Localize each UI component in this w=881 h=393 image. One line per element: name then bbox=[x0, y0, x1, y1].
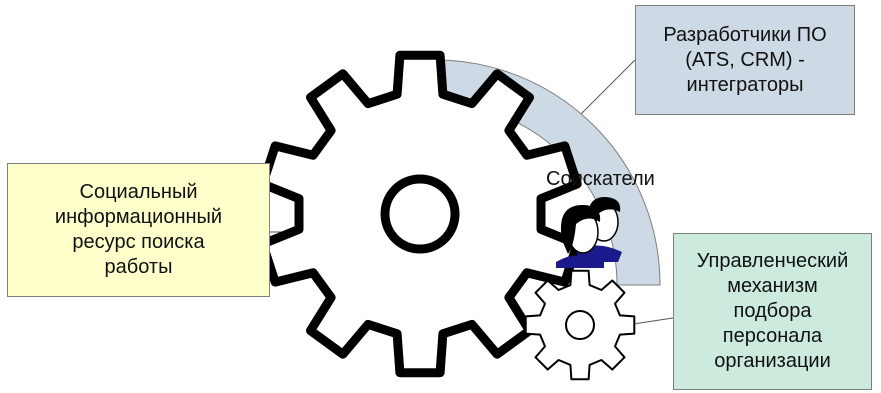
small-gear-icon bbox=[526, 271, 635, 380]
small-gear-hole bbox=[566, 311, 594, 339]
social-resource-box: Социальный информационный ресурс поиска … bbox=[7, 163, 270, 297]
social-resource-label: Социальный информационный ресурс поиска … bbox=[55, 180, 222, 280]
developers-label: Разработчики ПО (ATS, CRM) - интеграторы bbox=[663, 23, 826, 98]
management-box: Управленческий механизм подбора персонал… bbox=[673, 233, 872, 390]
connector-developers bbox=[575, 60, 635, 120]
management-label: Управленческий механизм подбора персонал… bbox=[697, 249, 849, 374]
developers-box: Разработчики ПО (ATS, CRM) - интеграторы bbox=[635, 5, 855, 115]
large-gear-hole bbox=[385, 179, 455, 249]
applicants-label: Соискатели bbox=[546, 168, 655, 191]
